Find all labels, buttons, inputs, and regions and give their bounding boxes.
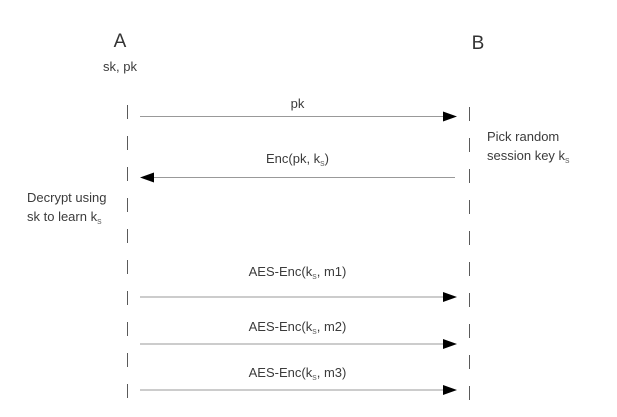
note-a: Decrypt using sk to learn ks xyxy=(27,188,106,228)
message-subscript: s xyxy=(312,326,317,336)
arrowhead-right-icon xyxy=(443,339,457,349)
arrowhead-right-icon xyxy=(443,385,457,395)
message-subscript: s xyxy=(312,372,317,382)
message-text: AES-Enc(k xyxy=(248,365,313,380)
note-b-line1: Pick random xyxy=(487,129,560,144)
message-text-post: , m2) xyxy=(316,319,347,334)
note-b-line2-text: session key k xyxy=(487,148,566,163)
message-text: AES-Enc(k xyxy=(248,264,313,279)
message-text-post: , m3) xyxy=(316,365,347,380)
message-label-pk: pk xyxy=(140,96,455,111)
note-a-line2-text: sk to learn k xyxy=(27,209,98,224)
note-b: Pick random session key ks xyxy=(487,127,570,167)
message-text: Enc(pk, k xyxy=(265,151,321,166)
actor-a-label: A xyxy=(113,31,127,52)
arrowhead-right-icon xyxy=(443,292,457,302)
message-text-post: ) xyxy=(324,151,330,166)
note-a-subscript: s xyxy=(97,216,102,226)
arrowhead-right-icon xyxy=(443,111,457,122)
actor-a-keys: sk, pk xyxy=(103,59,137,74)
actor-b-label: B xyxy=(471,33,485,54)
note-a-line1: Decrypt using xyxy=(27,190,107,205)
message-label-enc: Enc(pk, ks) xyxy=(140,151,455,168)
message-text: pk xyxy=(290,96,305,111)
message-text: AES-Enc(k xyxy=(248,319,313,334)
message-label-m3: AES-Enc(ks, m3) xyxy=(140,365,455,382)
note-b-subscript: s xyxy=(565,155,570,165)
message-subscript: s xyxy=(320,158,325,168)
message-subscript: s xyxy=(312,271,317,281)
message-text-post: , m1) xyxy=(316,264,347,279)
note-a-line2: sk to learn ks xyxy=(27,207,106,228)
arrowhead-left-icon xyxy=(140,172,154,183)
note-b-line2: session key ks xyxy=(487,146,570,167)
message-label-m2: AES-Enc(ks, m2) xyxy=(140,319,455,336)
message-label-m1: AES-Enc(ks, m1) xyxy=(140,264,455,281)
